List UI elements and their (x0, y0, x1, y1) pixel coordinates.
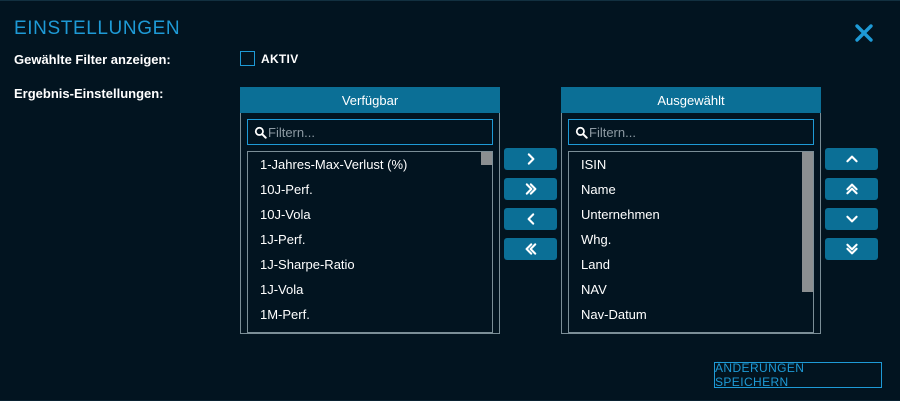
chevron-left-icon (521, 209, 541, 229)
list-item[interactable]: Name (581, 182, 616, 197)
list-item[interactable]: 1J-Sharpe-Ratio (260, 257, 355, 272)
chevron-double-down-icon (842, 239, 862, 259)
move-right-button[interactable] (504, 148, 557, 170)
active-checkbox-row[interactable]: AKTIV (240, 51, 299, 66)
list-item[interactable]: Whg. (581, 232, 612, 247)
reorder-button-group (825, 148, 878, 260)
selected-panel-header: Ausgewählt (561, 87, 821, 113)
chevron-double-up-icon (842, 179, 862, 199)
page-title: EINSTELLUNGEN (14, 18, 181, 39)
selected-scrollbar-thumb[interactable] (802, 152, 813, 293)
chevron-up-icon (842, 149, 862, 169)
selected-search-input[interactable] (589, 124, 807, 140)
list-item[interactable]: 1-Jahres-Max-Verlust (%) (260, 157, 408, 172)
move-bottom-button[interactable] (825, 238, 878, 260)
available-list[interactable]: 1-Jahres-Max-Verlust (%) 10J-Perf. 10J-Vol… (247, 151, 493, 333)
results-settings-label: Ergebnis-Einstellungen: (14, 86, 164, 101)
active-checkbox[interactable] (240, 51, 255, 66)
available-search-input[interactable] (268, 124, 486, 140)
list-item[interactable]: 1M-Perf. (260, 307, 310, 322)
list-item[interactable]: 1J-Perf. (260, 232, 306, 247)
list-item[interactable]: 10J-Perf. (260, 182, 313, 197)
available-scrollbar[interactable] (481, 152, 492, 332)
selected-search-wrap[interactable] (568, 119, 814, 145)
chevron-double-left-icon (521, 239, 541, 259)
search-icon (575, 126, 588, 139)
move-all-left-button[interactable] (504, 238, 557, 260)
available-search-wrap[interactable] (247, 119, 493, 145)
list-item[interactable]: Unternehmen (581, 207, 660, 222)
available-scrollbar-thumb[interactable] (481, 152, 492, 165)
chevron-right-icon (521, 149, 541, 169)
active-checkbox-label: AKTIV (261, 51, 299, 66)
show-filters-label: Gewählte Filter anzeigen: (14, 52, 171, 67)
close-icon[interactable] (846, 15, 882, 51)
available-list-scroll: 1-Jahres-Max-Verlust (%) 10J-Perf. 10J-Vol… (248, 152, 492, 332)
move-all-right-button[interactable] (504, 178, 557, 200)
list-item[interactable]: 1J-Vola (260, 282, 304, 297)
available-panel: Verfügbar 1-Jahres-Max-Verlust (%) 10J-Pe… (240, 87, 500, 334)
chevron-down-icon (842, 209, 862, 229)
move-up-button[interactable] (825, 148, 878, 170)
search-icon (254, 126, 267, 139)
move-down-button[interactable] (825, 208, 878, 230)
move-left-button[interactable] (504, 208, 557, 230)
list-item[interactable]: Nav-Datum (581, 307, 647, 322)
list-item[interactable]: ISIN (581, 157, 607, 172)
list-item[interactable]: Land (581, 257, 610, 272)
available-panel-header: Verfügbar (240, 87, 500, 113)
chevron-double-right-icon (521, 179, 541, 199)
available-panel-body: 1-Jahres-Max-Verlust (%) 10J-Perf. 10J-Vol… (240, 113, 500, 334)
transfer-button-group (504, 148, 557, 260)
selected-scrollbar[interactable] (802, 152, 813, 332)
move-top-button[interactable] (825, 178, 878, 200)
list-item[interactable]: 10J-Vola (260, 207, 311, 222)
list-item[interactable]: NAV (581, 282, 607, 297)
save-changes-button[interactable]: ÄNDERUNGEN SPEICHERN (714, 361, 882, 389)
